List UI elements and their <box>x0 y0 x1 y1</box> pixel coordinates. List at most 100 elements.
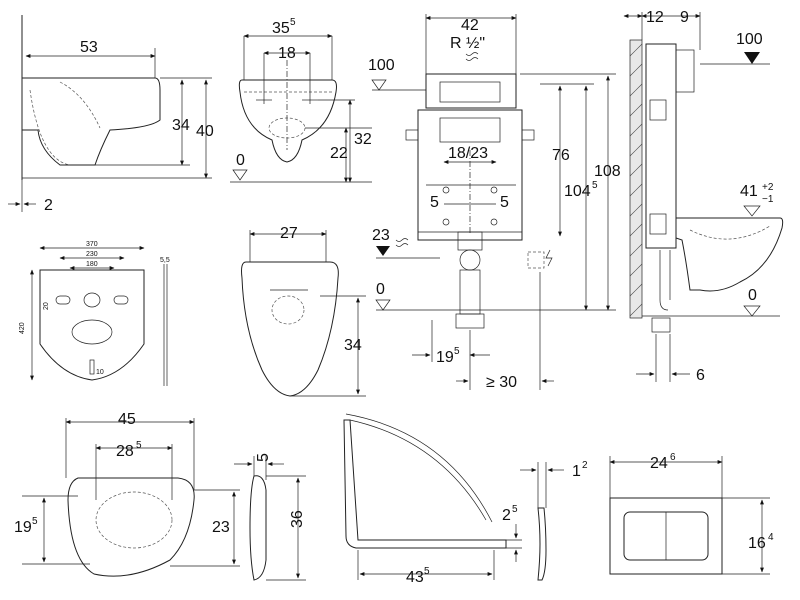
flush-plate-outline <box>609 497 723 575</box>
bolt-hole-left-low <box>442 218 450 226</box>
dim-28-label: 28 <box>116 443 134 460</box>
water-wave-icon <box>395 238 409 242</box>
drain-pipe-top <box>459 249 481 271</box>
dim-35-label: 35 <box>272 20 290 37</box>
dim-42-label: 42 <box>461 17 479 34</box>
seat-side-outline <box>249 475 267 581</box>
dim-34-seat-label: 34 <box>344 337 362 354</box>
dim-41-plus: +2 <box>762 182 774 193</box>
level-triangle <box>375 299 391 311</box>
wc-side-view: 53 34 40 2 <box>8 15 214 214</box>
dim-28-sup: 5 <box>136 440 142 451</box>
socket-dashed <box>527 251 545 269</box>
dim-16-sup: 4 <box>768 532 774 543</box>
power-icon <box>545 249 553 267</box>
dim-20-label: 20 <box>43 302 50 310</box>
dim-27-label: 27 <box>280 225 298 242</box>
dim-34-label: 34 <box>172 117 190 134</box>
dim-104-label: 104 <box>564 183 591 200</box>
frame-side <box>645 43 677 249</box>
dim-24-label: 24 <box>650 455 668 472</box>
dim-36-label: 36 <box>289 510 306 528</box>
seat-top-view: 27 34 <box>241 225 366 397</box>
pad-slot-right <box>113 295 129 305</box>
wc-inner-dash <box>29 89 71 166</box>
seat-outline <box>241 261 339 397</box>
lid-arc-outer <box>345 413 493 523</box>
floor-zero-label: 0 <box>236 152 245 169</box>
drain-connector <box>457 231 483 251</box>
pad-slot-bottom <box>89 359 95 375</box>
dim-32-label: 32 <box>354 131 372 148</box>
dim-2-label: 2 <box>44 197 53 214</box>
dim-108-label: 108 <box>594 163 621 180</box>
pad-hole-top <box>83 292 101 308</box>
dim-43-label: 43 <box>406 569 424 586</box>
dim-12-label: 12 <box>646 9 664 26</box>
frame-bracket-right <box>521 129 535 141</box>
dim-10-label: 10 <box>96 369 104 376</box>
dim-370-label: 370 <box>86 241 98 248</box>
drain-end <box>651 317 671 333</box>
dim-76-label: 76 <box>552 147 570 164</box>
bolt-hole-left <box>442 186 450 194</box>
frame-detail <box>649 213 667 235</box>
dim-24-sup: 6 <box>670 452 676 463</box>
flush-plate-side <box>675 49 695 93</box>
plate-side-outline <box>537 507 547 581</box>
floor-zero-2-label: 0 <box>376 281 385 298</box>
dim-41-label: 41 <box>740 183 758 200</box>
dim-19-seat-label: 19 <box>14 519 32 536</box>
dim-18-23-label: 18/23 <box>448 145 488 162</box>
frame-bracket-left <box>405 129 419 141</box>
water-inlet-label: R ½" <box>450 35 485 52</box>
level-triangle <box>743 205 761 217</box>
water-wave-icon <box>465 52 479 56</box>
dim-1-label: 1 <box>572 463 581 480</box>
dim-9-label: 9 <box>680 9 689 26</box>
wc-side-mounted <box>675 217 784 292</box>
dim-5-seat-label: 5 <box>255 453 272 462</box>
dim-40-label: 40 <box>196 123 214 140</box>
insulation-pad: 370 230 180 420 20 10 5,5 <box>19 241 170 386</box>
frame-body <box>417 109 523 241</box>
wc-side-dash <box>689 225 771 240</box>
side-section: 12 9 100 41 +2 −1 0 6 <box>623 9 784 384</box>
flush-plate-side-view: 1 2 <box>520 460 588 581</box>
level-triangle <box>232 169 248 181</box>
dim-23-seat-label: 23 <box>212 519 230 536</box>
frame-detail <box>649 99 667 121</box>
pad-hole-outlet <box>71 319 113 345</box>
level-triangle-filled <box>376 246 390 256</box>
dim-16-label: 16 <box>748 535 766 552</box>
bolt-hole-right <box>490 186 498 194</box>
wc-front-view: 35 5 18 32 22 0 <box>230 17 372 183</box>
dim-104-sup: 5 <box>592 180 598 191</box>
level-triangle-filled <box>744 52 760 64</box>
dim-19-seat-sup: 5 <box>32 516 38 527</box>
water-wave-icon <box>395 243 409 247</box>
wall-section <box>629 39 643 319</box>
bolt-hole-right-low <box>490 218 498 226</box>
frame-window <box>439 117 501 143</box>
pad-outline <box>39 269 145 381</box>
dim-22-label: 22 <box>330 145 348 162</box>
dim-18-label: 18 <box>278 45 296 62</box>
flush-plate-front: 24 6 16 4 <box>609 452 774 575</box>
dim-35-sup: 5 <box>290 17 296 28</box>
pad-thickness-label: 5,5 <box>160 257 170 264</box>
seat-inner-dash <box>271 295 305 325</box>
dim-5-left-label: 5 <box>430 194 439 211</box>
level-100-left-label: 100 <box>368 57 395 74</box>
inlet-23-label: 23 <box>372 227 390 244</box>
dim-30-label: ≥ 30 <box>486 374 517 391</box>
drain-bend <box>659 250 669 311</box>
seat-plan-view: 45 28 5 19 5 23 <box>14 411 240 577</box>
dim-230-label: 230 <box>86 251 98 258</box>
level-triangle <box>371 79 387 91</box>
install-frame: 42 R ½" 18/23 5 5 100 23 <box>368 14 621 391</box>
wc-inner-dash-2 <box>59 81 101 129</box>
dim-19-sup: 5 <box>454 346 460 357</box>
dim-41-minus: −1 <box>762 194 774 205</box>
